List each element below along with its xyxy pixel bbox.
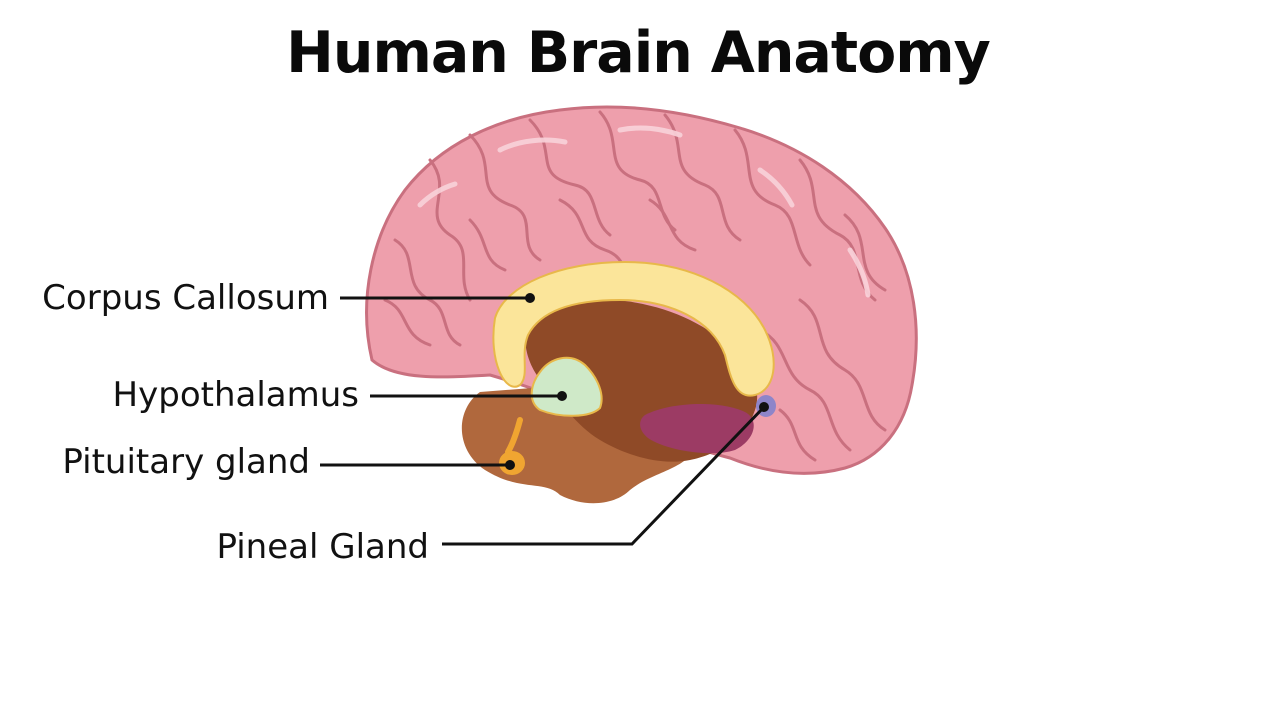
marker-hypothalamus: [557, 391, 567, 401]
leader-line-pineal: [442, 405, 766, 546]
corpus-callosum: [492, 260, 775, 397]
label-corpus-callosum: Corpus Callosum: [42, 278, 329, 318]
label-pituitary-gland: Pituitary gland: [62, 442, 310, 482]
hypothalamus: [530, 356, 603, 417]
marker-pituitary: [505, 460, 515, 470]
label-pineal-gland: Pineal Gland: [216, 527, 429, 567]
cerebellum-tissue: [640, 404, 754, 454]
page-title: Human Brain Anatomy: [286, 20, 991, 86]
leader-lines: [320, 296, 766, 546]
label-hypothalamus: Hypothalamus: [112, 375, 359, 415]
marker-corpus-callosum: [525, 293, 535, 303]
marker-pineal: [759, 402, 769, 412]
